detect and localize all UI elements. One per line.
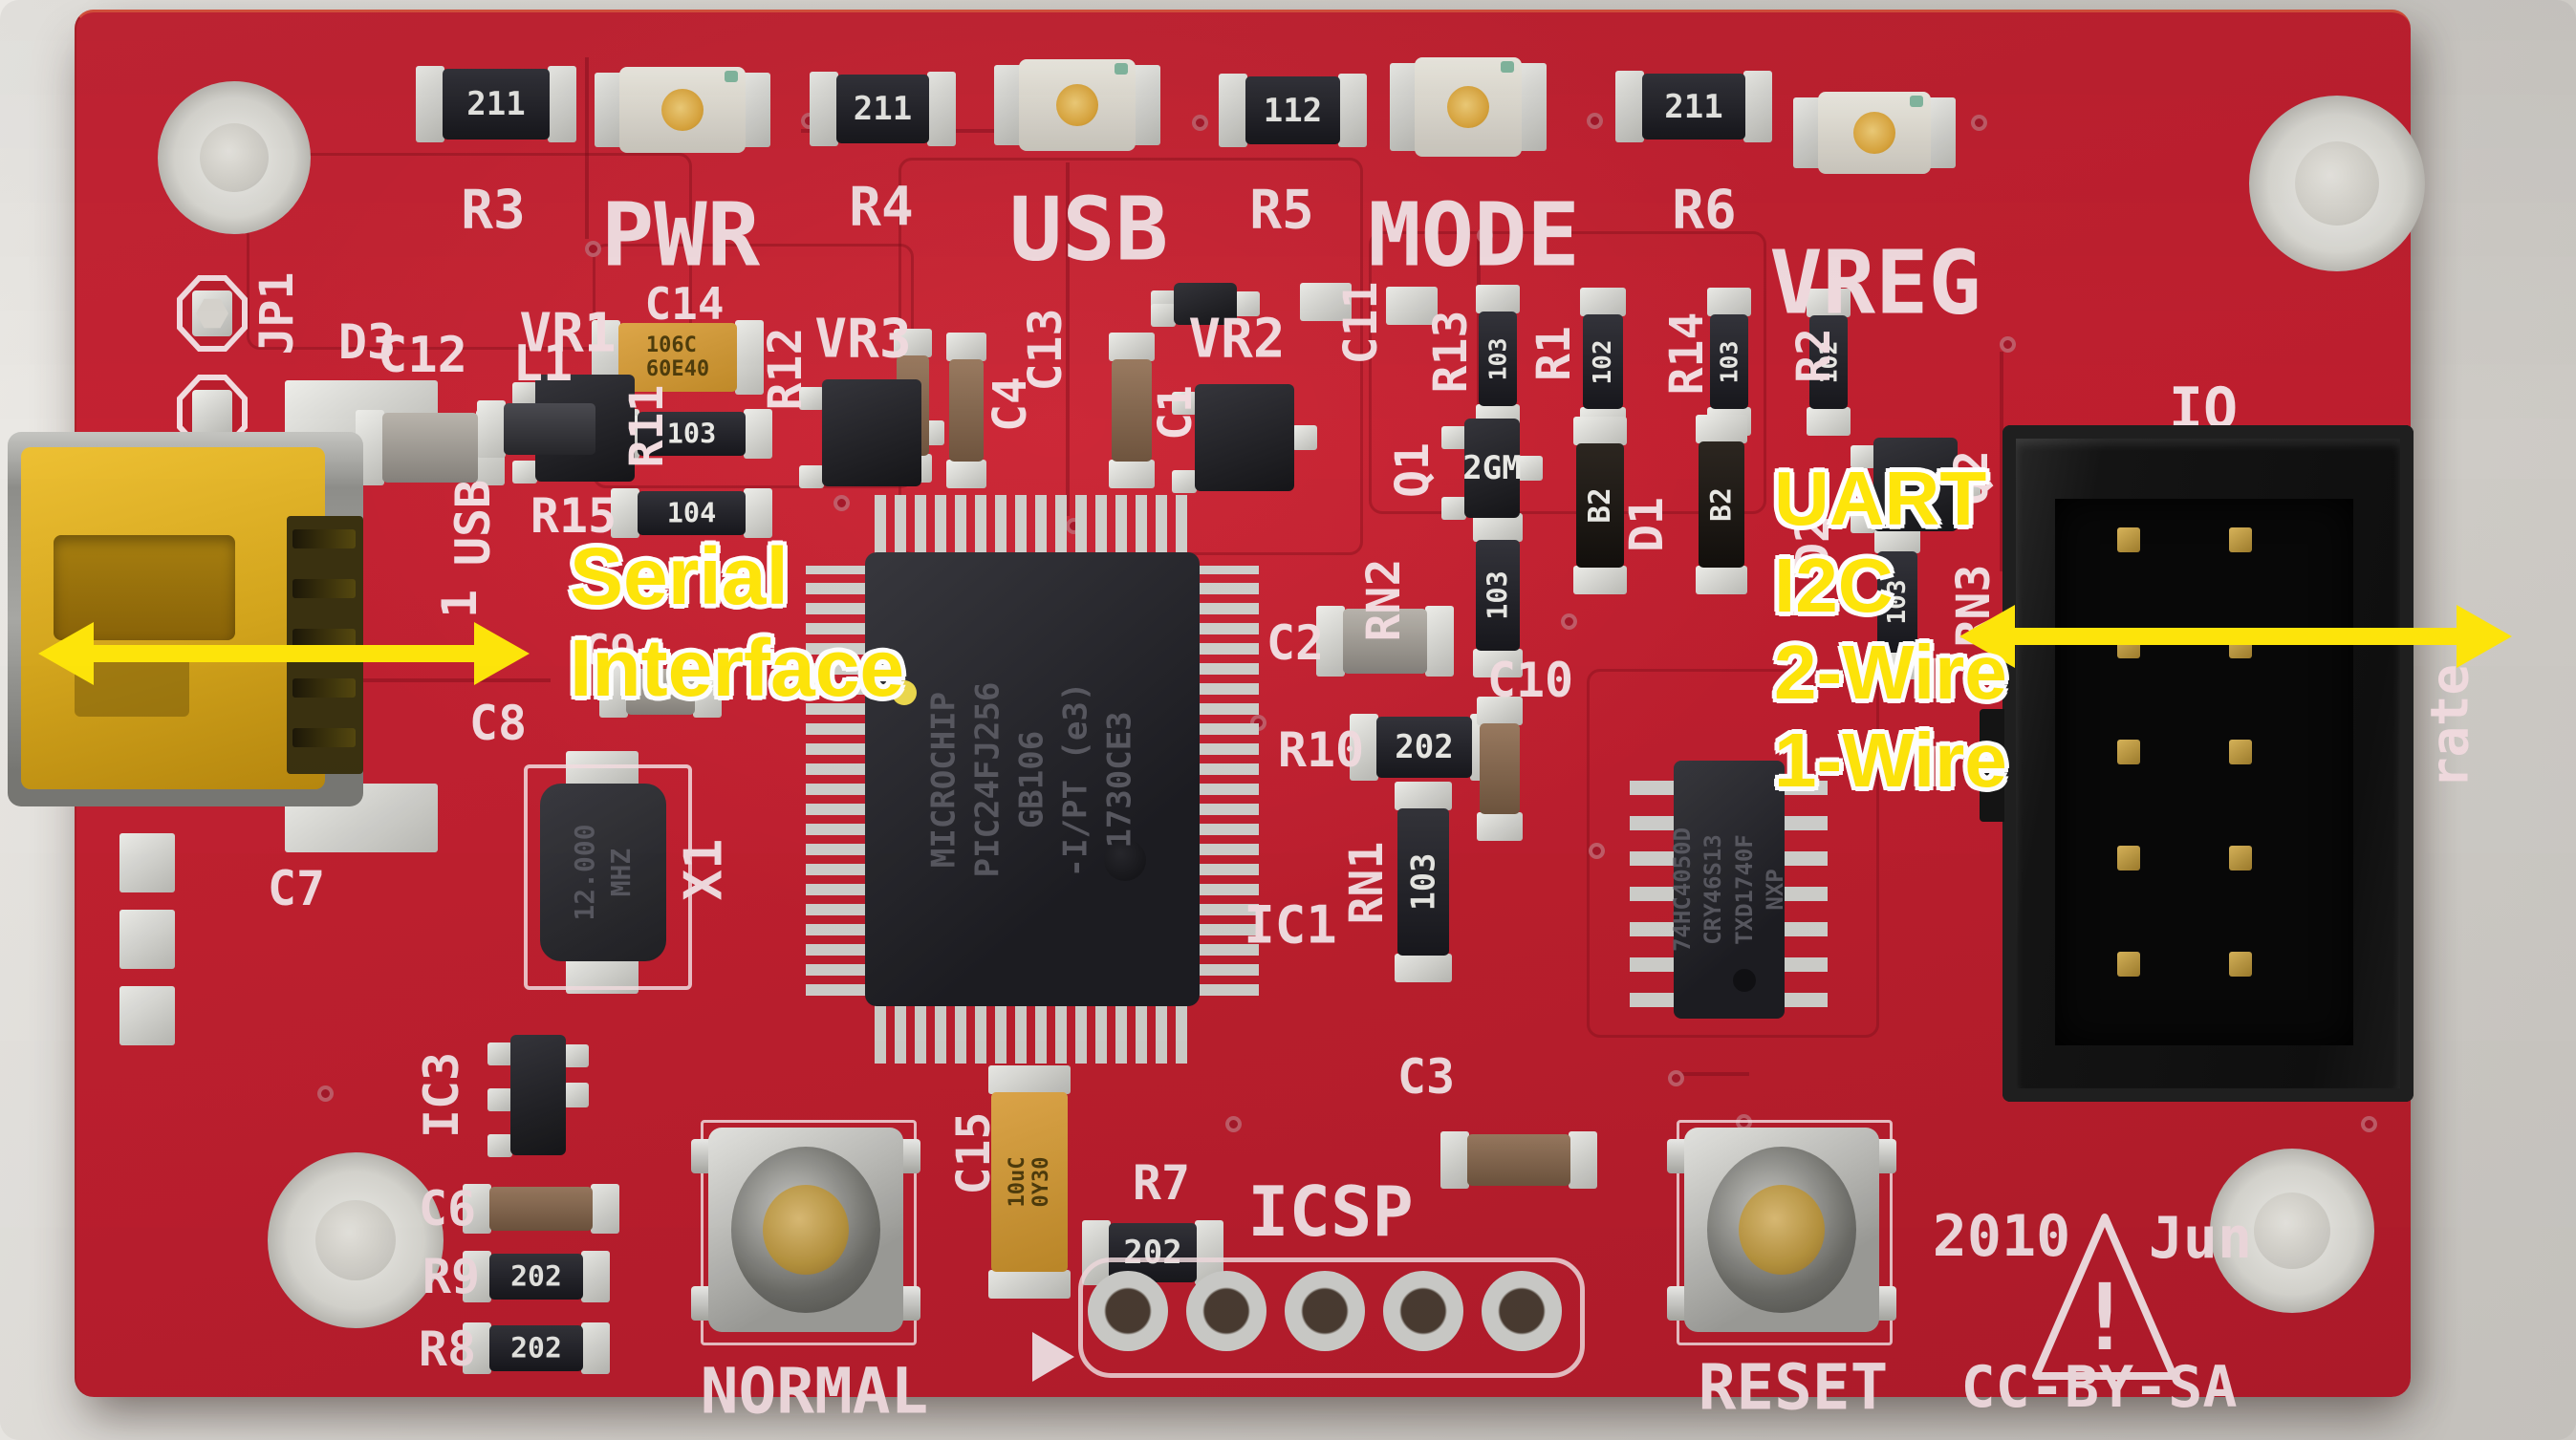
ic2-marking-text: 74HC4050D CRY46S13 TXD1740F NXP: [1669, 761, 1788, 1019]
x1-marking-text: 12.000 MHZ: [540, 784, 666, 961]
icsp-hole: [1285, 1271, 1365, 1351]
icsp-hole: [1088, 1271, 1168, 1351]
normal-button-plunger: [763, 1185, 849, 1275]
ic1-pins-left: [806, 566, 867, 996]
mounting-hole-top-right: [2249, 96, 2425, 271]
io-idc-connector: [1980, 425, 2414, 1102]
warning-triangle-icon: !: [2032, 1214, 2177, 1380]
idc-gold-pin: [2229, 527, 2252, 552]
chip-text: 74HC4050D CRY46S13 TXD1740F NXP: [1669, 827, 1789, 953]
io-arrow-head: [2457, 605, 2512, 668]
idc-gold-pin: [2229, 952, 2252, 977]
serial-interface-annotation: Serial Interface: [570, 531, 905, 713]
idc-gold-pin: [2117, 846, 2140, 870]
ic2-level-shifter: [1674, 761, 1785, 1019]
icsp-pin1-arrow-icon: [1032, 1332, 1074, 1382]
icsp-hole: [1482, 1271, 1562, 1351]
idc-gold-pin: [2229, 634, 2252, 658]
ic1-pins-right: [1198, 566, 1259, 996]
idc-gold-pin: [2229, 846, 2252, 870]
normal-button-outline: [701, 1120, 917, 1345]
ic2-pin1-dimple: [1733, 969, 1756, 992]
chip-text: 12.000 MHZ: [569, 824, 637, 921]
idc-gold-pin: [2229, 740, 2252, 764]
silk-label-rate: rate: [2419, 663, 2480, 789]
idc-cavity: [2055, 499, 2353, 1045]
ic1-marking-text: MICROCHIP PIC24FJ256 GB106 -I/PT (e3) 17…: [865, 552, 1200, 1006]
mini-usb-connector: [8, 411, 363, 806]
idc-key-notch: [1980, 709, 2004, 822]
ic1-microcontroller: [865, 552, 1200, 1006]
usb-pin-zone: [287, 516, 363, 774]
ic1-pin1-dimple: [1104, 839, 1146, 881]
icsp-hole: [1383, 1271, 1463, 1351]
icsp-silk-outline: [1078, 1257, 1585, 1378]
chip-text: MICROCHIP PIC24FJ256 GB106 -I/PT (e3) 17…: [924, 681, 1138, 877]
jp1-pad-1: [177, 275, 248, 352]
icsp-hole: [1186, 1271, 1266, 1351]
x1-crystal: [540, 784, 666, 961]
idc-gold-pin: [2117, 634, 2140, 658]
idc-gold-pin: [2117, 952, 2140, 977]
ic1-yellow-dot: [892, 680, 917, 705]
bus-modes-annotation: UART I2C 2-Wire 1-Wire: [1774, 456, 2007, 803]
ic1-pins-top: [875, 495, 1190, 554]
mounting-hole-bottom-left: [268, 1152, 444, 1328]
ic2-pins-left: [1630, 778, 1676, 1007]
mounting-hole-top-left: [158, 81, 311, 234]
reset-button-plunger: [1739, 1185, 1825, 1275]
reset-button-outline: [1677, 1120, 1893, 1345]
ic1-pins-bottom: [875, 1004, 1190, 1064]
idc-gold-pin: [2117, 527, 2140, 552]
mounting-hole-bottom-right: [2210, 1149, 2374, 1313]
ic2-pins-right: [1782, 778, 1828, 1007]
idc-gold-pin: [2117, 740, 2140, 764]
usb-slot: [54, 535, 235, 640]
svg-text:!: !: [2077, 1264, 2132, 1371]
usb-slot-inner: [75, 650, 189, 717]
